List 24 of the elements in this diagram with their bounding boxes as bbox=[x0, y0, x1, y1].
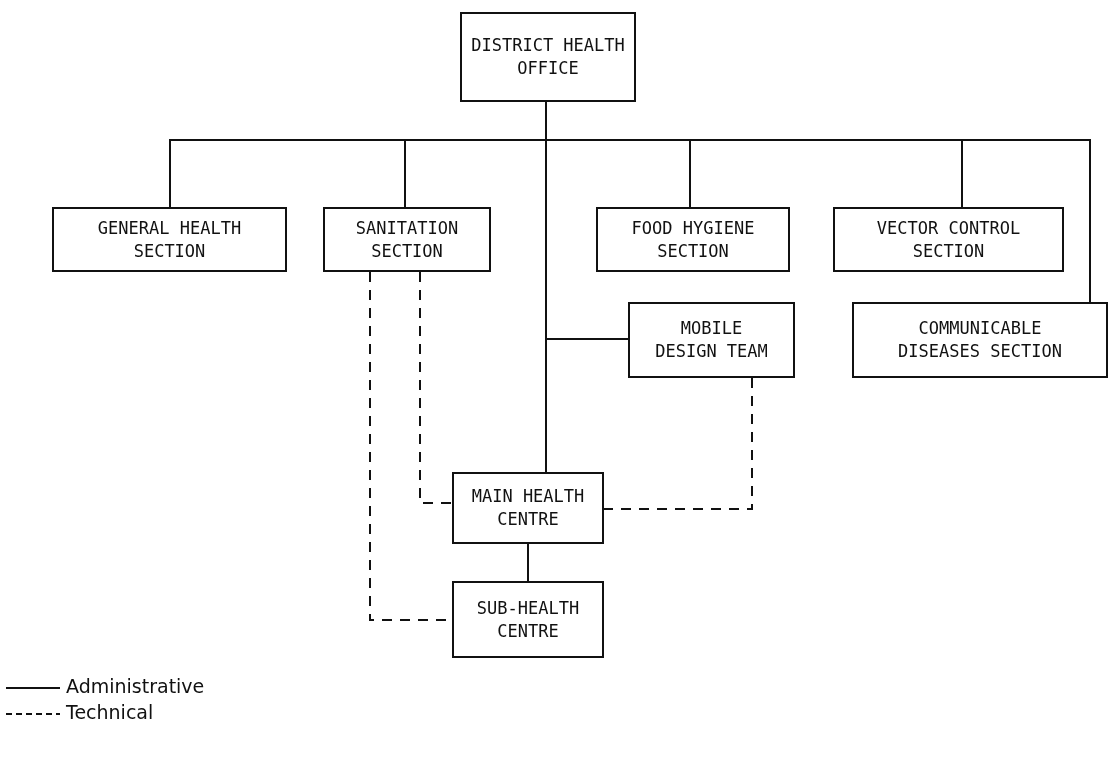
legend-label: Administrative bbox=[66, 675, 205, 697]
process-box bbox=[452, 581, 604, 658]
node-label: SANITATION SECTION bbox=[354, 216, 460, 263]
node-label: FOOD HYGIENE SECTION bbox=[630, 216, 756, 263]
node-label: VECTOR CONTROL SECTION bbox=[875, 216, 1022, 263]
process-box bbox=[52, 207, 287, 272]
process-box bbox=[460, 12, 636, 102]
process-box bbox=[323, 207, 491, 272]
node-label: MOBILE DESIGN TEAM bbox=[654, 317, 769, 363]
process-box bbox=[452, 472, 604, 544]
node-label: COMMUNICABLE DISEASES SECTION bbox=[897, 317, 1063, 363]
process-box bbox=[833, 207, 1064, 272]
connector bbox=[527, 543, 529, 582]
dashed-connector bbox=[603, 377, 753, 510]
process-box bbox=[628, 302, 795, 378]
process-box bbox=[596, 207, 790, 272]
node-label: SUB-HEALTH CENTRE bbox=[475, 596, 581, 643]
process-box bbox=[852, 302, 1108, 378]
connector bbox=[545, 101, 547, 473]
legend-label: Technical bbox=[66, 701, 154, 723]
node-label: MAIN HEALTH CENTRE bbox=[470, 485, 586, 531]
node-label: DISTRICT HEALTH OFFICE bbox=[470, 34, 626, 80]
node-label: GENERAL HEALTH SECTION bbox=[96, 216, 243, 263]
dashed-connector bbox=[419, 271, 453, 504]
